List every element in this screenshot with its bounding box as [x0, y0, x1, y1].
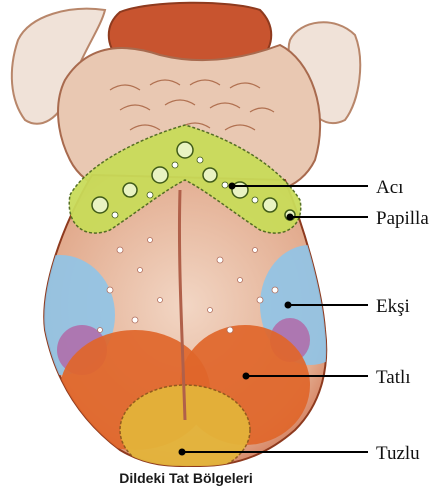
label-tatli: Tatlı — [376, 367, 411, 388]
leader-papilla-dot — [286, 213, 294, 221]
bitter-v-band — [68, 124, 302, 234]
leader-tatli-dot — [242, 372, 250, 380]
median-furrow — [177, 189, 187, 421]
papillae-dots — [97, 237, 279, 334]
small-papillae — [111, 156, 259, 219]
leader-eksi-dot — [284, 301, 292, 309]
leader-lines — [178, 182, 368, 456]
label-papilla: Papilla — [376, 208, 429, 229]
label-tuzlu: Tuzlu — [376, 443, 420, 464]
figure-caption: Dildeki Tat Bölgeleri — [119, 470, 253, 486]
leader-aci-dot — [228, 182, 236, 190]
tongue-body — [43, 173, 328, 468]
label-eksi: Ekşi — [376, 296, 410, 317]
label-aci: Acı — [376, 177, 403, 198]
leader-tuzlu-dot — [178, 448, 186, 456]
